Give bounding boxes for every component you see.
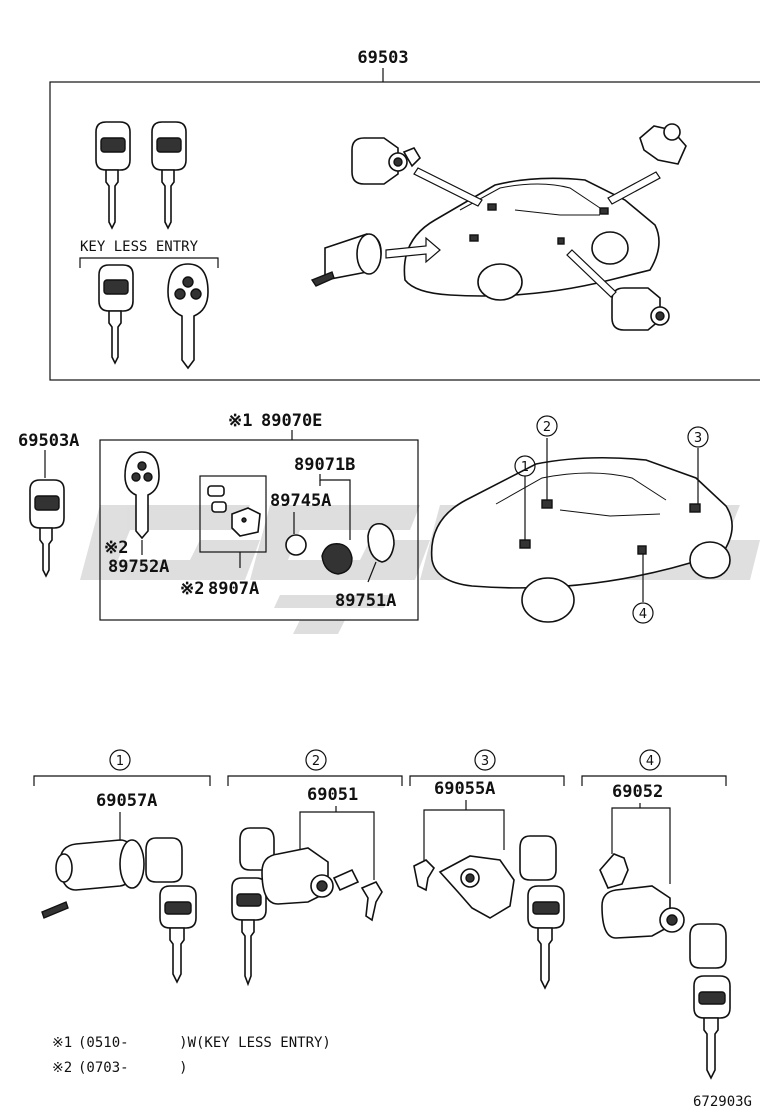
bracket-group-1 [33, 775, 211, 786]
mark-89070E: ※1 [228, 411, 252, 431]
part-number-69503: 69503 [357, 48, 408, 68]
svg-text:3: 3 [481, 754, 489, 769]
part-number-89751A: 89751A [335, 591, 396, 611]
car-illustration [403, 177, 660, 301]
callout-3 [474, 749, 496, 771]
arrow-icon [566, 249, 617, 298]
bracket-group-2 [227, 775, 403, 786]
set-89070E: ※1 89070E ※2 89752A ※2 8907A 89071B 8974… [99, 411, 419, 621]
part-number-89070E: 89070E [261, 411, 322, 431]
part-number-89745A: 89745A [270, 491, 331, 511]
key-icon [689, 923, 731, 1080]
svg-text:3: 3 [694, 431, 702, 446]
note-text: (0703- ) [78, 1060, 188, 1076]
key-icon [95, 121, 131, 230]
door-lock-cylinder-icon [261, 847, 360, 905]
part-number-89752A: 89752A [108, 557, 169, 577]
callout-2 [536, 415, 558, 437]
part-number-69052: 69052 [612, 782, 663, 802]
car-callout-illustration [430, 438, 733, 623]
remote-key-icon [124, 451, 160, 540]
arrow-icon [607, 171, 661, 205]
lever-icon [599, 853, 629, 889]
remote-key-icon [167, 263, 209, 370]
svg-text:1: 1 [116, 754, 124, 769]
set-69503: 69503 KEY LESS ENTRY [49, 48, 760, 381]
case-icon [367, 522, 395, 563]
lever-icon [360, 880, 383, 922]
group-69052: 69052 [599, 782, 731, 1080]
footnotes: ※1 (0510- )W(KEY LESS ENTRY) ※2 (0703- ) [52, 1035, 331, 1076]
key-icon [519, 835, 565, 990]
part-number-89071B: 89071B [294, 455, 355, 475]
trunk-lock-cylinder-icon [438, 855, 515, 919]
svg-text:4: 4 [646, 754, 654, 769]
battery-icon [285, 534, 307, 556]
key-icon [145, 837, 197, 984]
door-lock-cylinder-icon [351, 137, 422, 185]
svg-text:2: 2 [543, 420, 551, 435]
callout-circles-car: 1 2 3 4 [514, 415, 709, 624]
part-number-89907A: 8907A [208, 579, 259, 599]
label-key-less-entry: KEY LESS ENTRY [80, 239, 199, 255]
part-number-69055A: 69055A [434, 779, 495, 799]
set-box-89070E [99, 439, 419, 621]
part-number-69051: 69051 [307, 785, 358, 805]
key-icon [231, 827, 275, 987]
key-icon [29, 479, 65, 578]
callout-1 [109, 749, 131, 771]
callout-1 [514, 455, 536, 477]
group-69057A: 69057A [41, 791, 197, 984]
svg-text:1: 1 [521, 460, 529, 475]
part-number-69503A: 69503A [18, 431, 79, 451]
svg-text:2: 2 [312, 754, 320, 769]
svg-text:4: 4 [639, 607, 647, 622]
case-icon [321, 543, 353, 575]
mark-89752A: ※2 [104, 538, 128, 558]
note-mark: ※2 [52, 1060, 72, 1076]
bracket-group-3 [409, 775, 565, 786]
bracket-group-4 [581, 775, 727, 786]
arrow-icon [385, 236, 441, 264]
lever-icon [413, 859, 436, 892]
callout-2 [305, 749, 327, 771]
part-number-69057A: 69057A [96, 791, 157, 811]
door-lock-cylinder-icon [601, 885, 685, 939]
callout-4 [632, 602, 654, 624]
key-icon [98, 264, 134, 365]
door-lock-cylinder-icon [611, 287, 670, 331]
transmitter-board-box [199, 475, 267, 553]
callout-3 [687, 426, 709, 448]
callout-circles-bottom: 1 2 3 4 [109, 749, 661, 771]
note-mark: ※1 [52, 1035, 72, 1051]
set-box-69503 [49, 81, 760, 381]
callout-4 [639, 749, 661, 771]
mark-89907A: ※2 [180, 579, 204, 599]
group-69051: 69051 [231, 785, 383, 987]
group-69055A: 69055A [413, 779, 565, 990]
key-icon [151, 121, 187, 230]
ignition-cylinder-icon [41, 839, 145, 919]
key-69503A: 69503A [18, 431, 79, 578]
transmitter-board-icon [207, 485, 261, 537]
trunk-lock-cylinder-icon [639, 123, 687, 165]
ignition-cylinder-icon [310, 233, 382, 287]
bracket-key-less-entry [79, 257, 219, 268]
arrow-icon [413, 167, 483, 207]
diagram-code: 672903G [693, 1094, 752, 1110]
note-text: (0510- )W(KEY LESS ENTRY) [78, 1035, 331, 1051]
